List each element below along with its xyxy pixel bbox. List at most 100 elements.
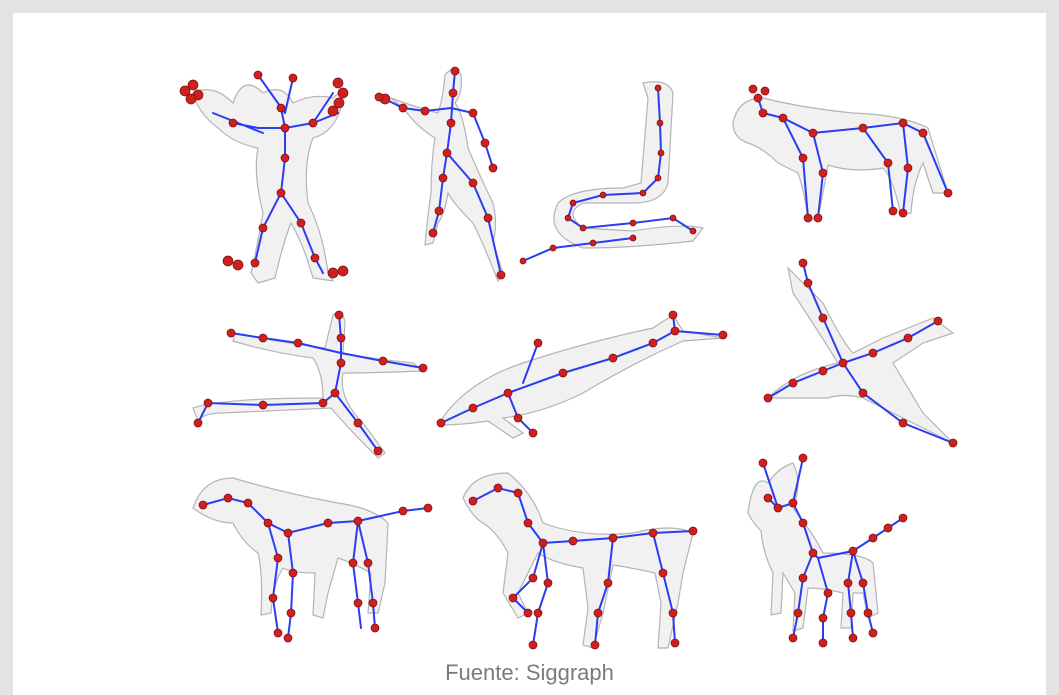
joint-marker <box>559 369 567 377</box>
joint-marker <box>565 215 571 221</box>
joint-marker <box>489 164 497 172</box>
joint-marker <box>809 129 817 137</box>
joint-marker <box>429 229 437 237</box>
joint-marker <box>439 174 447 182</box>
joint-marker <box>919 129 927 137</box>
joint-marker <box>789 499 797 507</box>
joint-marker <box>799 454 807 462</box>
joint-marker <box>749 85 757 93</box>
joint-marker <box>328 106 338 116</box>
joint-marker <box>451 67 459 75</box>
joint-marker <box>274 554 282 562</box>
joint-marker <box>328 268 338 278</box>
joint-marker <box>539 539 547 547</box>
joint-marker <box>794 609 802 617</box>
panel-snake <box>520 82 703 264</box>
joint-marker <box>264 519 272 527</box>
joint-marker <box>804 214 812 222</box>
joint-marker <box>659 569 667 577</box>
joint-marker <box>799 154 807 162</box>
joint-marker <box>804 279 812 287</box>
joint-marker <box>289 74 297 82</box>
joint-marker <box>671 327 679 335</box>
joint-marker <box>497 271 505 279</box>
joint-marker <box>244 499 252 507</box>
joint-marker <box>277 104 285 112</box>
joint-marker <box>774 504 782 512</box>
joint-marker <box>437 419 445 427</box>
joint-marker <box>869 629 877 637</box>
joint-marker <box>254 71 262 79</box>
joint-marker <box>494 484 502 492</box>
joint-marker <box>609 534 617 542</box>
joint-marker <box>884 524 892 532</box>
joint-marker <box>649 339 657 347</box>
joint-marker <box>789 634 797 642</box>
joint-marker <box>849 634 857 642</box>
joint-marker <box>424 504 432 512</box>
joint-marker <box>847 609 855 617</box>
panel-bird <box>764 259 957 447</box>
joint-marker <box>859 579 867 587</box>
joint-marker <box>529 641 537 649</box>
joint-marker <box>859 124 867 132</box>
joint-marker <box>669 311 677 319</box>
joint-marker <box>524 519 532 527</box>
joint-marker <box>520 258 526 264</box>
joint-marker <box>819 639 827 647</box>
joint-marker <box>223 256 233 266</box>
joint-marker <box>274 629 282 637</box>
joint-marker <box>199 501 207 509</box>
joint-marker <box>194 419 202 427</box>
joint-marker <box>839 359 847 367</box>
panel-human-lunge <box>193 311 427 458</box>
joint-marker <box>421 107 429 115</box>
joint-marker <box>689 527 697 535</box>
joint-marker <box>335 311 343 319</box>
joint-marker <box>338 266 348 276</box>
joint-marker <box>819 314 827 322</box>
joint-marker <box>294 339 302 347</box>
joint-marker <box>819 169 827 177</box>
joint-marker <box>899 419 907 427</box>
joint-marker <box>949 439 957 447</box>
panel-human-pointing <box>375 67 505 281</box>
joint-marker <box>449 89 457 97</box>
joint-marker <box>759 109 767 117</box>
joint-marker <box>761 87 769 95</box>
joint-marker <box>281 124 289 132</box>
panel-small-dog <box>748 454 907 647</box>
joint-marker <box>324 519 332 527</box>
joint-marker <box>649 529 657 537</box>
joint-marker <box>764 394 772 402</box>
panel-dolphin <box>437 311 727 438</box>
joint-marker <box>884 159 892 167</box>
joint-marker <box>469 404 477 412</box>
joint-marker <box>484 214 492 222</box>
joint-marker <box>899 514 907 522</box>
joint-marker <box>379 357 387 365</box>
joint-marker <box>550 245 556 251</box>
joint-marker <box>371 624 379 632</box>
joint-marker <box>859 389 867 397</box>
joint-marker <box>609 354 617 362</box>
joint-marker <box>369 599 377 607</box>
joint-marker <box>529 574 537 582</box>
joint-marker <box>224 494 232 502</box>
joint-marker <box>469 497 477 505</box>
joint-marker <box>799 519 807 527</box>
joint-marker <box>569 537 577 545</box>
joint-marker <box>259 401 267 409</box>
joint-marker <box>319 399 327 407</box>
joint-marker <box>337 359 345 367</box>
joint-marker <box>204 399 212 407</box>
joint-marker <box>514 489 522 497</box>
joint-marker <box>435 207 443 215</box>
joint-marker <box>233 260 243 270</box>
joint-marker <box>799 574 807 582</box>
joint-marker <box>544 579 552 587</box>
joint-marker <box>338 88 348 98</box>
skeleton-figure <box>163 53 983 678</box>
joint-marker <box>354 517 362 525</box>
joint-marker <box>481 139 489 147</box>
